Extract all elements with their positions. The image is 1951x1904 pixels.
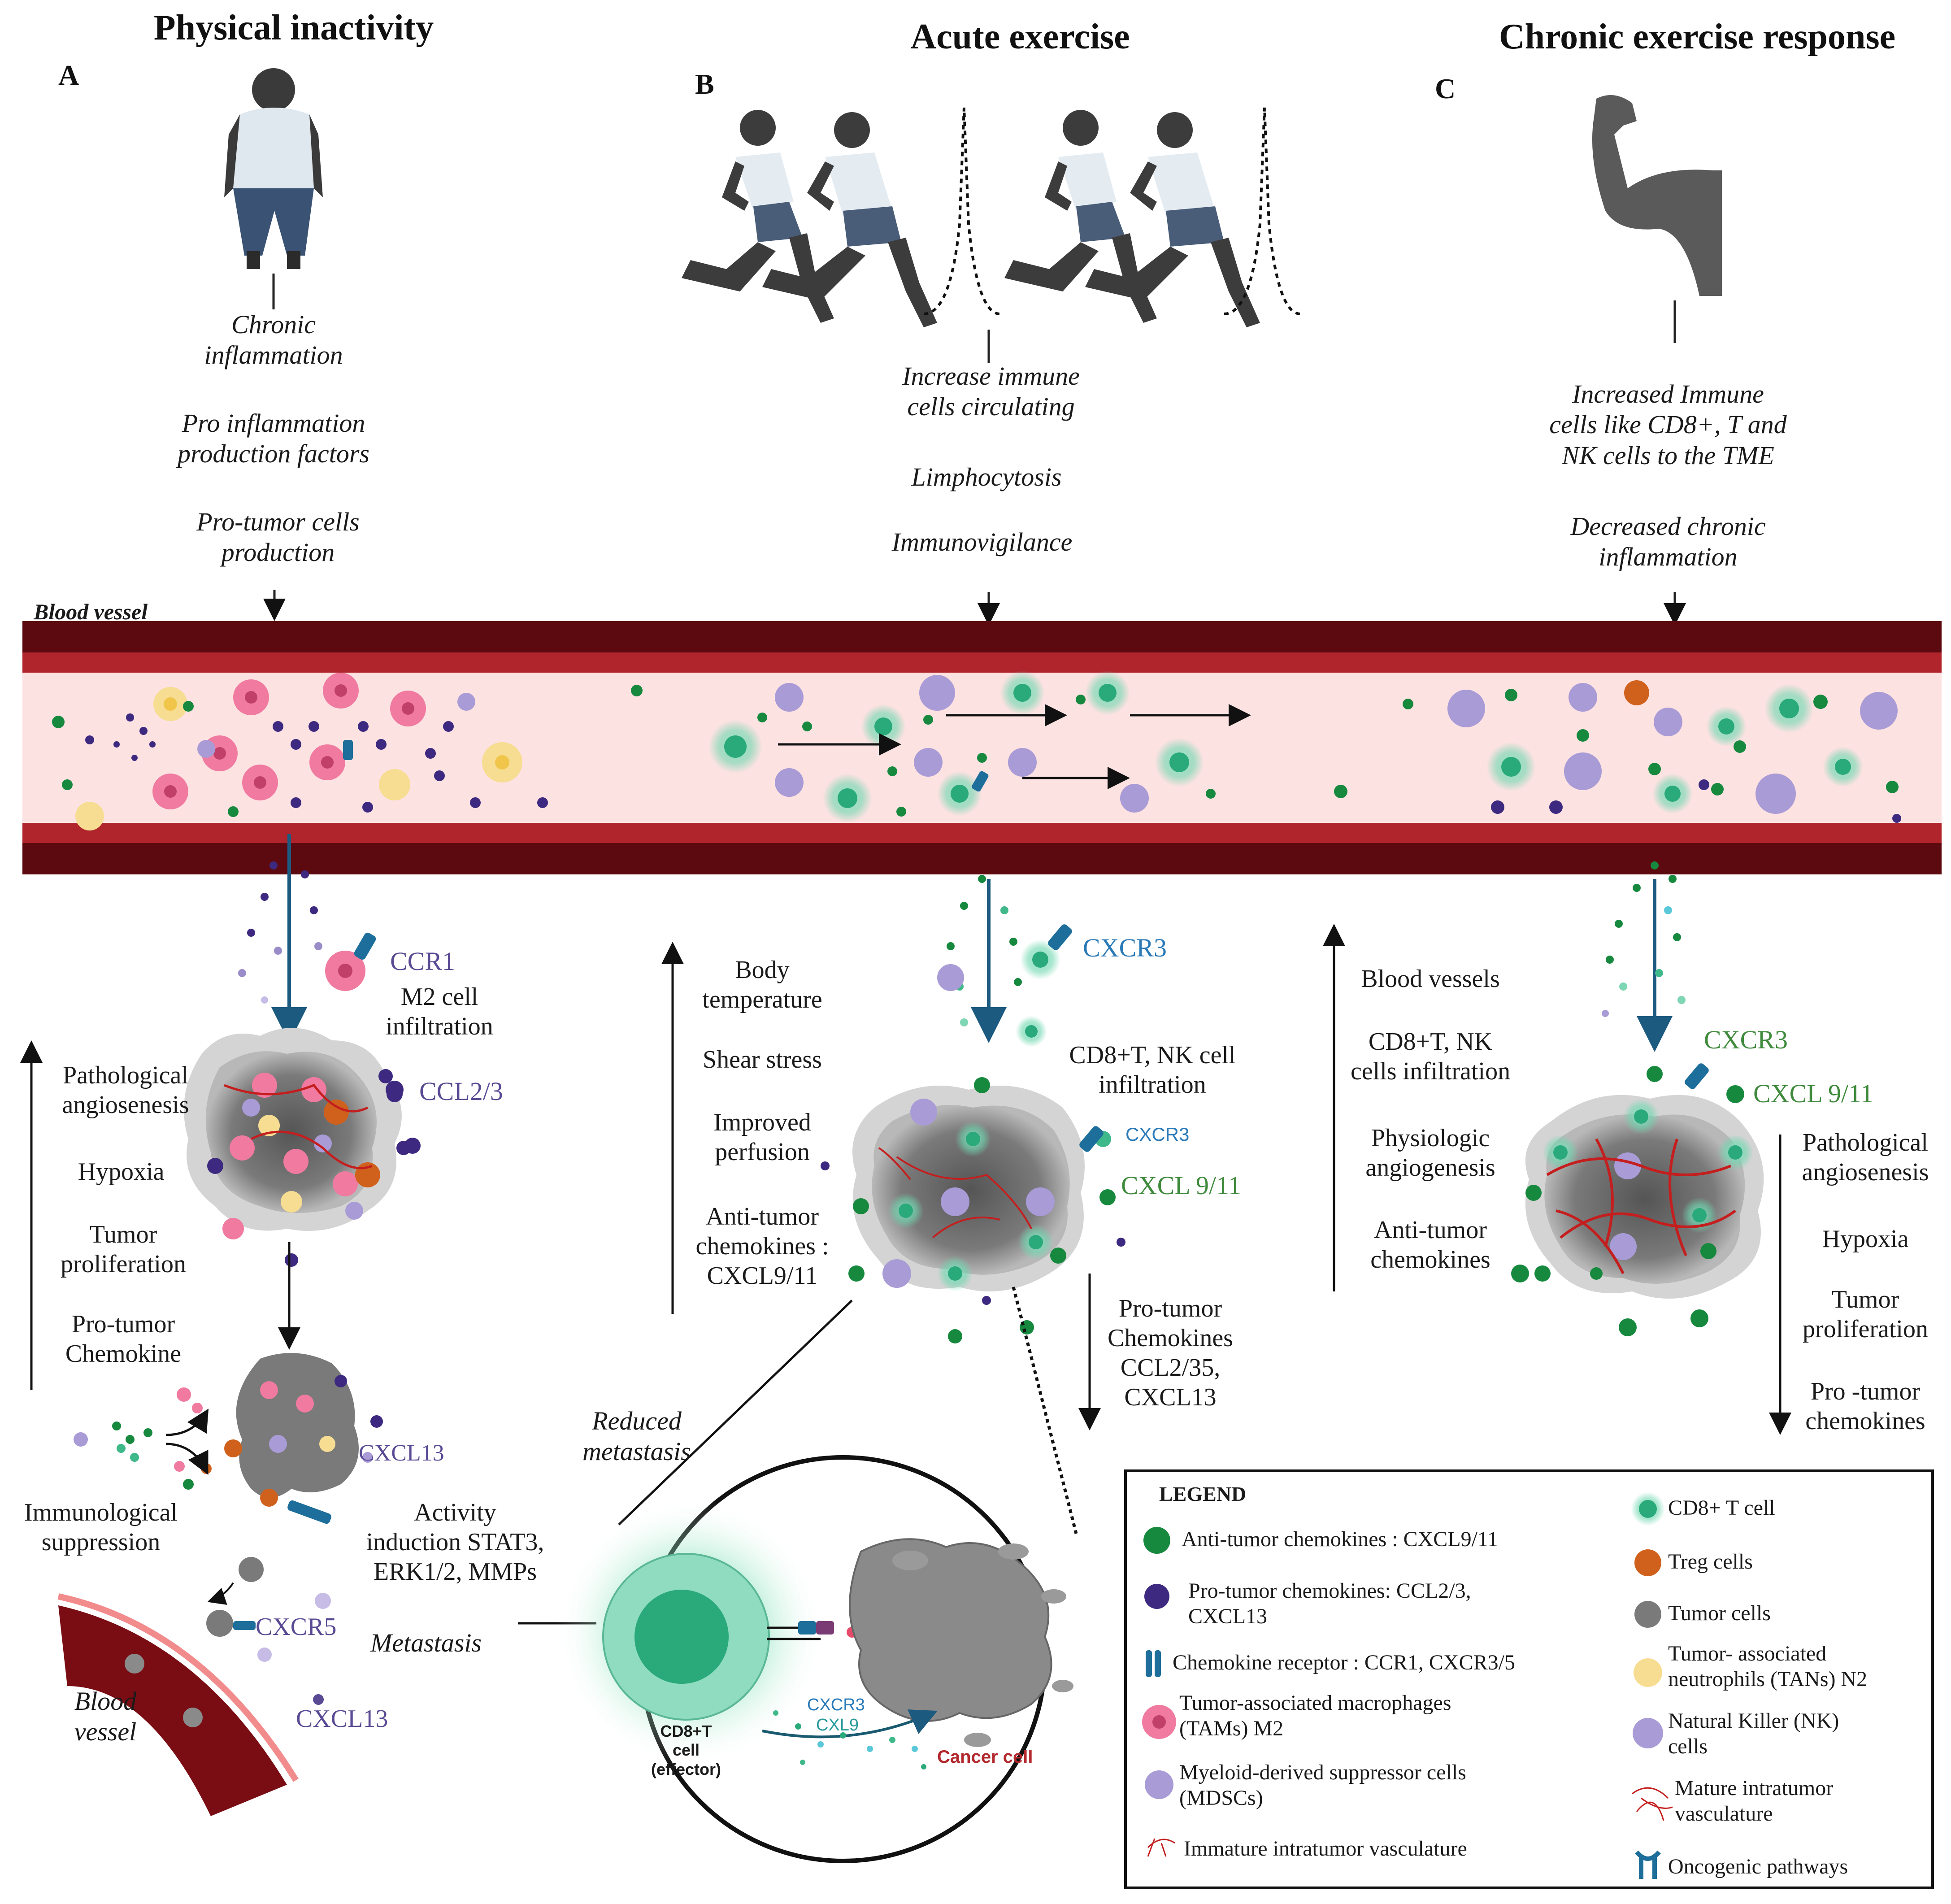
blood-vessels-label-c: Blood vessels: [1361, 965, 1500, 993]
shear-stress-label: Shear stress: [703, 1046, 822, 1074]
legend-immature: Immature intratumor vasculature: [1184, 1837, 1467, 1861]
vessel-cells-a: [52, 673, 548, 830]
metastasis-vessel-label: Blood vessel: [74, 1687, 137, 1747]
legend-pro-tumor: Pro-tumor chemokines: CCL2/3, CXCL13: [1188, 1579, 1471, 1628]
increased-immune-label: Increased Immune cells like CD8+, T and …: [1549, 379, 1787, 470]
panel-a-title: Physical inactivity: [153, 8, 434, 48]
legend-mature: Mature intratumor vasculature: [1675, 1776, 1834, 1826]
pathological-angiosenesis-a: Pathological angiosenesis: [62, 1061, 189, 1119]
activity-induction-label: Activity induction STAT3, ERK1/2, MMPs: [366, 1499, 544, 1586]
hypoxia-c: Hypoxia: [1822, 1225, 1909, 1253]
immunovigilance-label: Immunovigilance: [891, 527, 1073, 556]
decreased-inflammation-label: Decreased chronic inflammation: [1570, 512, 1766, 572]
cxcl13-label-a: CXCL13: [359, 1440, 444, 1466]
vessel-cells-b: [631, 670, 1347, 823]
flexed-arm-icon: [1592, 95, 1722, 296]
immunological-suppression-label: Immunological suppression: [24, 1499, 178, 1556]
metastasis-label: Metastasis: [370, 1628, 482, 1657]
blood-vessel-label: Blood vessel: [34, 599, 148, 624]
ccr1-label: CCR1: [390, 947, 456, 976]
cxcr3-label-b: CXCR3: [1083, 933, 1167, 962]
panel-b-tumor: [618, 875, 1125, 1534]
cxcr3-label-c: CXCR3: [1704, 1025, 1788, 1054]
cxcl911-label-c: CXCL 9/11: [1753, 1079, 1873, 1108]
reduced-metastasis-label: Reduced metastasis: [582, 1406, 691, 1466]
tumor-proliferation-a: Tumor proliferation: [61, 1221, 186, 1278]
cd8-nk-infiltration-c: CD8+T, NK cells infiltration: [1350, 1028, 1511, 1086]
panel-c-tumor: [1511, 861, 1764, 1336]
cxcl911-label-b: CXCL 9/11: [1121, 1171, 1241, 1200]
legend-oncogenic: Oncogenic pathways: [1668, 1855, 1848, 1878]
panel-b-title: Acute exercise: [910, 17, 1130, 57]
panel-a-letter: A: [58, 59, 79, 91]
legend-anti-tumor: Anti-tumor chemokines : CXCL9/11: [1182, 1527, 1499, 1551]
pro-inflammation-label: Pro inflammation production factors: [177, 409, 369, 469]
cxcr3-small-label: CXCR3: [1125, 1124, 1190, 1145]
legend-nk: Natural Killer (NK) cells: [1668, 1709, 1839, 1758]
legend-mdsc: Myeloid-derived suppressor cells (MDSCs): [1179, 1761, 1466, 1810]
body-temperature-label: Body temperature: [702, 956, 822, 1014]
pathological-angiosenesis-c: Pathological angiosenesis: [1802, 1129, 1929, 1187]
ccl23-label: CCL2/3: [419, 1077, 503, 1106]
hypoxia-a: Hypoxia: [78, 1158, 165, 1186]
inactive-person-icon: [224, 68, 323, 309]
chronic-inflammation-label: Chronic inflammation: [204, 310, 343, 370]
pro-tumor-chemokines-b: Pro-tumor Chemokines CCL2/35, CXCL13: [1108, 1295, 1233, 1412]
tumor-proliferation-c: Tumor proliferation: [1803, 1286, 1928, 1343]
improved-perfusion-label: Improved perfusion: [713, 1108, 811, 1166]
runners-icon: [682, 110, 1260, 327]
cd8-nk-infiltration-b: CD8+T, NK cell infiltration: [1069, 1041, 1236, 1099]
inset-cancer-cell-label: Cancer cell: [937, 1747, 1033, 1767]
inset-cxcr3-label: CXCR3: [807, 1695, 865, 1714]
panel-c-title: Chronic exercise response: [1499, 17, 1896, 57]
inset-cd8-label: CD8+T cell (effector): [651, 1722, 721, 1778]
legend-receptor: Chemokine receptor : CCR1, CXCR3/5: [1173, 1651, 1515, 1674]
anti-tumor-chemokines-b: Anti-tumor chemokines : CXCL9/11: [695, 1203, 829, 1290]
legend-cd8: CD8+ T cell: [1668, 1496, 1775, 1520]
legend-tam: Tumor-associated macrophages (TAMs) M2: [1179, 1691, 1451, 1740]
pro-tumor-chemokines-c: Pro -tumor chemokines: [1805, 1378, 1925, 1435]
pro-tumor-cells-label: Pro-tumor cells production: [196, 507, 360, 567]
vessel-cells-c: [1403, 680, 1901, 823]
cxcl13-label-b: CXCL13: [296, 1705, 388, 1733]
inset-cxl9-label: CXL9: [816, 1716, 859, 1734]
legend-treg: Treg cells: [1668, 1550, 1753, 1574]
legend-tan: Tumor- associated neutrophils (TANs) N2: [1668, 1642, 1868, 1691]
anti-tumor-chemokines-c: Anti-tumor chemokines: [1370, 1216, 1490, 1274]
cxcr5-label: CXCR5: [256, 1613, 337, 1641]
limphocytosis-label: Limphocytosis: [911, 462, 1062, 491]
blood-vessel-band: [22, 621, 1942, 874]
physiologic-angiogenesis-label: Physiologic angiogenesis: [1365, 1124, 1495, 1182]
exercise-peak-curve-2: [1224, 107, 1301, 315]
pro-tumor-chemokine-a: Pro-tumor Chemokine: [65, 1310, 182, 1368]
m2-infiltration-label: M2 cell infiltration: [386, 983, 493, 1041]
inset-cell-interaction: [556, 1455, 1073, 1863]
legend-tumor: Tumor cells: [1668, 1601, 1771, 1625]
legend-box: [1124, 1469, 1934, 1889]
panel-c-letter: C: [1435, 73, 1456, 104]
exercise-peak-curve: [923, 107, 1000, 315]
increase-immune-label: Increase immune cells circulating: [902, 361, 1080, 422]
legend-title: LEGEND: [1159, 1482, 1247, 1505]
panel-b-letter: B: [695, 68, 714, 100]
panel-a-tumor: [57, 834, 596, 1816]
